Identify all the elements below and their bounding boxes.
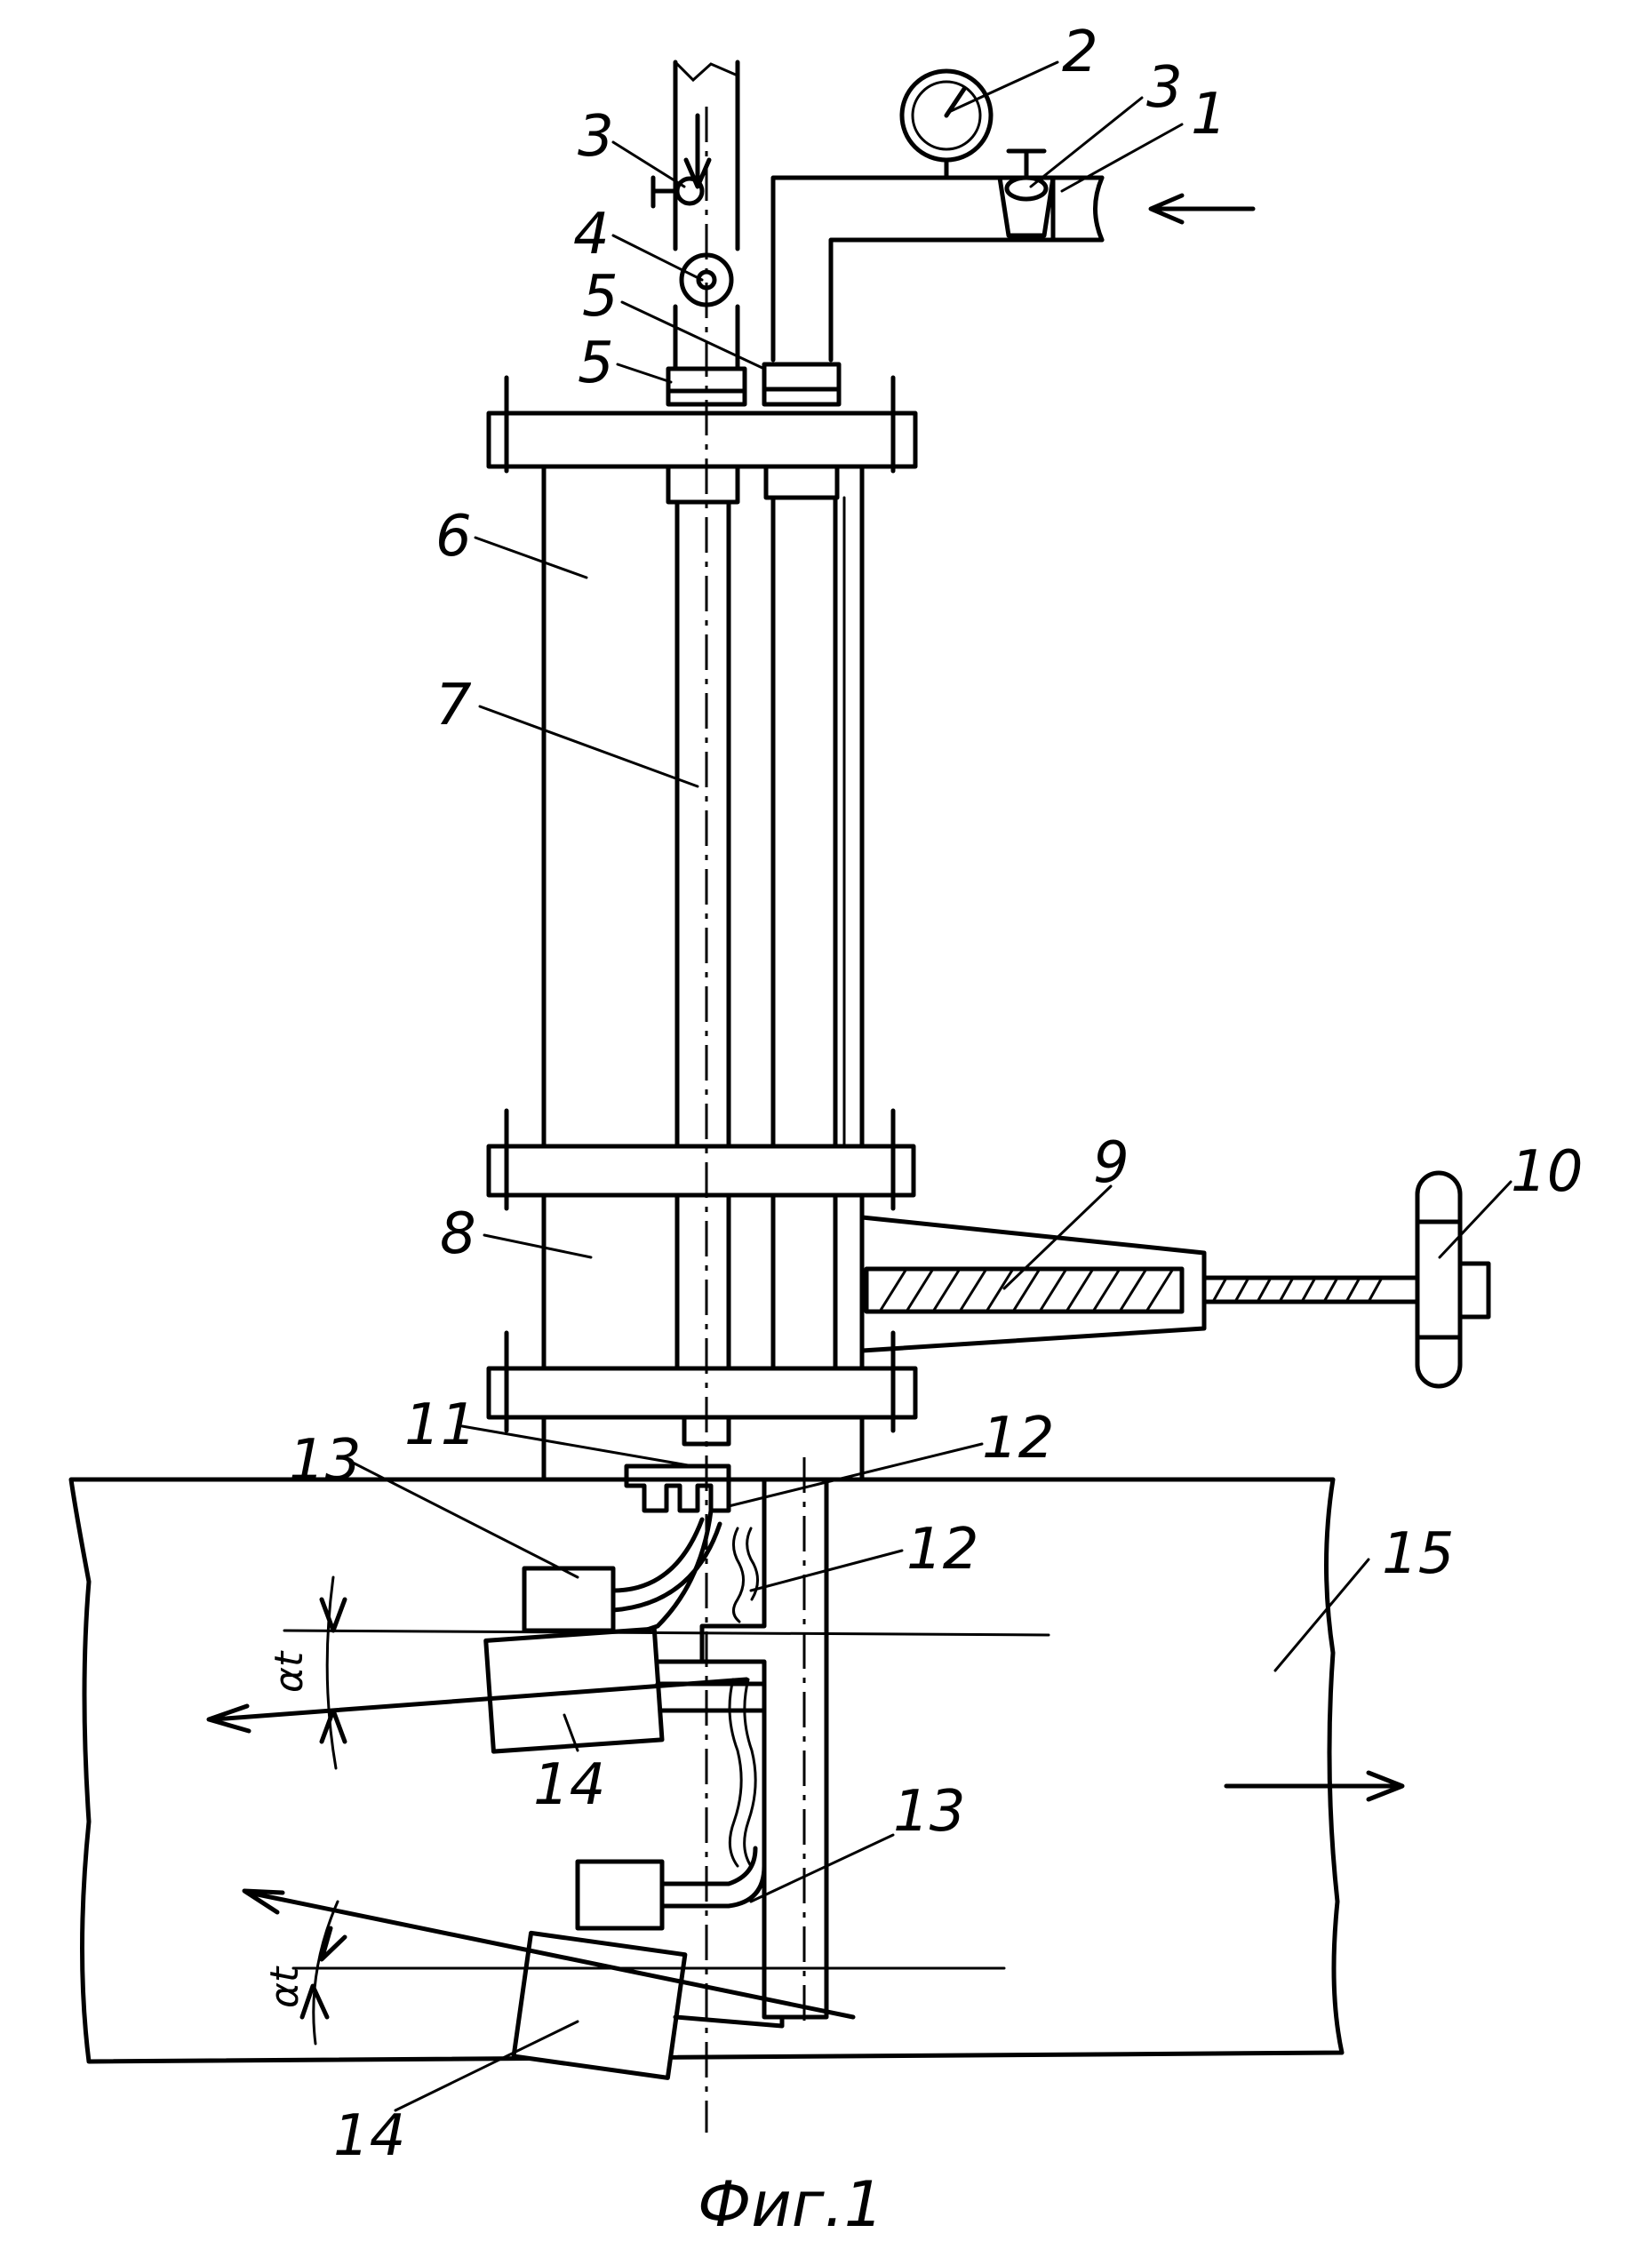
label-9: 9 (1093, 1130, 1129, 1196)
label-2: 2 (1062, 20, 1098, 85)
label-7: 7 (435, 673, 472, 738)
label-14-upper: 14 (533, 1752, 605, 1818)
label-14-lower: 14 (333, 2103, 405, 2169)
label-1: 1 (1191, 82, 1227, 148)
label-15: 15 (1382, 1521, 1454, 1587)
angle-label-lower: αt (262, 1966, 307, 2008)
label-4: 4 (573, 202, 610, 267)
label-13-lower: 13 (893, 1779, 965, 1845)
label-11: 11 (404, 1392, 476, 1458)
right-feed-pipe (764, 71, 1253, 404)
label-13-upper: 13 (289, 1428, 361, 1494)
lower-housing-8 (544, 1195, 862, 1368)
label-5-upper: 5 (582, 264, 619, 330)
middle-flange (489, 1111, 914, 1208)
handwheel-10 (1417, 1173, 1488, 1386)
jet-arrows (209, 1679, 1402, 2017)
label-12-lower: 12 (906, 1517, 978, 1583)
figure-caption: Фиг.1 (698, 2168, 883, 2241)
housing-6 (544, 467, 862, 1146)
label-8: 8 (440, 1201, 476, 1267)
label-10: 10 (1511, 1139, 1583, 1205)
label-6: 6 (435, 504, 472, 570)
adjusting-screw-9 (862, 1217, 1422, 1351)
bottom-flange (489, 1333, 915, 1479)
label-12-upper: 12 (982, 1406, 1054, 1471)
label-3-right: 3 (1146, 55, 1183, 121)
angle-dimensions (302, 1577, 345, 2044)
label-5-lower: 5 (578, 331, 614, 396)
reference-numbers: 2 3 1 3 4 5 5 6 7 8 9 10 11 13 12 12 15 … (289, 20, 1583, 2169)
label-3-left: 3 (578, 104, 614, 170)
angle-label-upper: αt (267, 1650, 312, 1693)
